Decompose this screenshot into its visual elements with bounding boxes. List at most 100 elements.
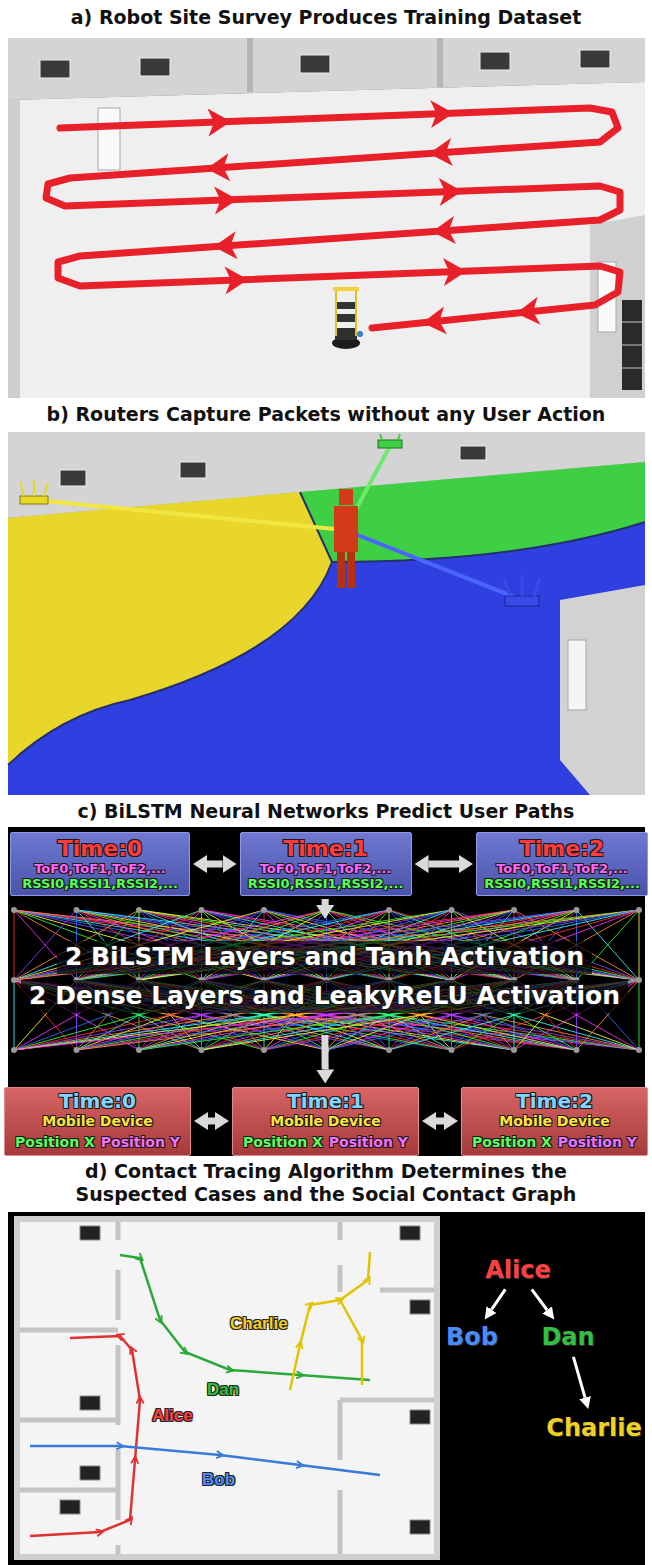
illustration-part	[338, 1222, 343, 1554]
network-layers: 2 BiLSTM Layers and Tanh Activation2 Den…	[1, 922, 648, 1032]
neuron	[449, 907, 455, 913]
illustration-part	[8, 100, 20, 398]
illustration-part	[398, 434, 400, 440]
illustration-part	[20, 496, 48, 504]
node-body: a) Robot Site Survey Produces Training D…	[6, 0, 646, 29]
illustration-part	[44, 482, 48, 496]
neuron	[386, 907, 392, 913]
illustration-part	[60, 1500, 80, 1514]
neuron	[74, 1047, 80, 1053]
time-step: Time:0	[11, 836, 189, 861]
illustration-part	[98, 108, 120, 170]
tof-features: ToF0,ToF1,ToF2,...	[11, 862, 189, 877]
illustration-part	[380, 434, 382, 440]
illustration-part	[20, 1330, 118, 1490]
contact-graph-node: Charlie	[542, 1412, 646, 1446]
position-y: Position Y	[558, 1134, 637, 1150]
node-body: Time:1Mobile DevicePosition XPosition Y	[233, 1090, 418, 1152]
node-body: Dan	[537, 1324, 599, 1352]
illustration-part	[300, 55, 330, 73]
output-timestep-box: Time:2Mobile DevicePosition XPosition Y	[461, 1087, 648, 1156]
node-body: Time:0Mobile DevicePosition XPosition Y	[5, 1090, 190, 1152]
illustration-part	[140, 58, 170, 76]
figure-panel: d) Contact Tracing Algorithm Determines …	[0, 1158, 652, 1565]
neuron	[199, 907, 205, 913]
contact-graph-node: Alice	[478, 1255, 558, 1287]
network-connection	[639, 980, 640, 1050]
router	[378, 434, 402, 448]
illustration-part	[410, 1520, 430, 1534]
floor-plan-person-label: Bob	[200, 1470, 237, 1490]
output-timestep-box: Time:1Mobile DevicePosition XPosition Y	[232, 1087, 419, 1156]
position-x: Position X	[472, 1134, 552, 1150]
person-name: Alice	[478, 1257, 558, 1285]
flow-arrow	[208, 1118, 215, 1125]
device-label: Mobile Device	[5, 1113, 190, 1129]
figure-panel: b) Routers Capture Packets without any U…	[0, 398, 652, 798]
neuron	[636, 977, 642, 983]
illustration-part	[46, 108, 620, 328]
panel-heading: d) Contact Tracing Algorithm Determines …	[31, 1160, 621, 1206]
network-connection	[14, 910, 15, 980]
illustration-part	[410, 1410, 430, 1424]
neuron	[386, 1047, 392, 1053]
illustration-part	[534, 578, 540, 596]
time-step: Time:2	[477, 836, 647, 861]
illustration-part	[355, 290, 357, 336]
neuron	[74, 907, 80, 913]
position-x: Position X	[15, 1134, 95, 1150]
illustration-part	[622, 321, 642, 323]
illustration-part	[505, 596, 539, 606]
path-arrowhead	[431, 216, 456, 246]
illustration-part	[334, 506, 358, 552]
neuron	[511, 1047, 517, 1053]
neuron	[449, 1047, 455, 1053]
illustration-part	[347, 552, 355, 588]
illustration-part	[333, 287, 359, 291]
flow-arrow	[429, 861, 460, 868]
illustration-part	[8, 1212, 645, 1565]
path-arrowhead	[430, 99, 454, 128]
floor-plan-person-label: Dan	[205, 1380, 241, 1400]
illustration-part	[116, 1222, 121, 1554]
input-timestep-box: Time:0ToF0,ToF1,ToF2,...RSSI0,RSSI1,RSSI…	[10, 832, 190, 896]
illustration-part	[335, 302, 357, 309]
rssi-features: RSSI0,RSSI1,RSSI2,...	[11, 877, 189, 892]
neuron	[11, 907, 17, 913]
tof-features: ToF0,ToF1,ToF2,...	[477, 862, 647, 877]
device-label: Mobile Device	[462, 1113, 647, 1129]
robot	[332, 287, 363, 349]
illustration-part	[521, 575, 524, 596]
path-arrowhead	[205, 153, 230, 182]
flow-arrow	[322, 899, 329, 905]
neuron	[136, 1047, 142, 1053]
contact-graph-node: Dan	[537, 1322, 599, 1354]
figure-panel: c) BiLSTM Neural Networks Predict User P…	[0, 798, 652, 1158]
router	[504, 575, 540, 606]
position-y: Position Y	[329, 1134, 408, 1150]
time-step: Time:1	[233, 1090, 418, 1113]
flow-arrow	[491, 1289, 505, 1309]
illustration-part	[40, 60, 70, 78]
illustration-part	[8, 38, 645, 398]
robot-survey-scene	[8, 38, 645, 398]
illustration-part	[180, 462, 206, 478]
network-connection	[14, 980, 15, 1050]
path-arrowhead	[443, 257, 467, 286]
illustration-part	[30, 1336, 140, 1536]
path-arrowhead	[207, 108, 231, 137]
illustration-part	[33, 480, 35, 496]
figure-panel: a) Robot Site Survey Produces Training D…	[0, 0, 652, 398]
person-name: Charlie	[542, 1415, 646, 1443]
rssi-features: RSSI0,RSSI1,RSSI2,...	[241, 877, 411, 892]
floor-plan-person-label: Charlie	[228, 1314, 290, 1334]
rssi-features: RSSI0,RSSI1,RSSI2,...	[477, 877, 647, 892]
illustration-part	[335, 314, 357, 322]
floor-plan-person-label: Alice	[150, 1406, 195, 1426]
path-arrowhead	[421, 307, 447, 337]
node-body: 2 BiLSTM Layers and Tanh Activation2 Den…	[1, 935, 648, 1019]
illustration-part	[8, 522, 645, 795]
illustration-part	[622, 344, 642, 346]
illustration-part	[378, 440, 402, 448]
